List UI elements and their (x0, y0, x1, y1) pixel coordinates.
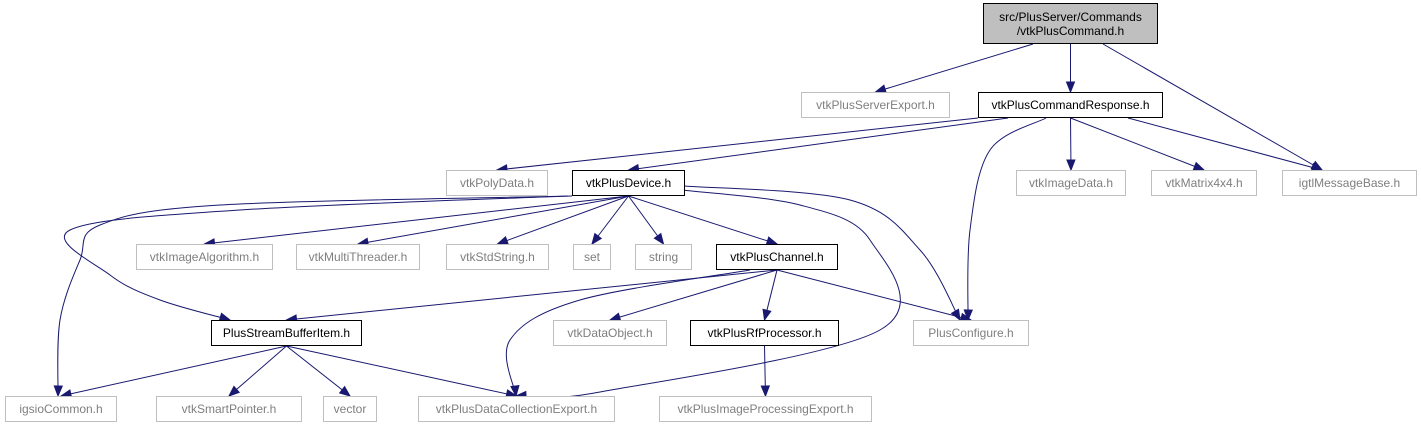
node-vtkplusrfprocessor[interactable]: vtkPlusRfProcessor.h (690, 320, 839, 346)
edge-device-to-channel (628, 195, 778, 245)
edge-channel-to-dataCollExport (505, 269, 751, 397)
edge-arrowhead (53, 385, 64, 398)
node-vtkplusserverexport[interactable]: vtkPlusServerExport.h (801, 92, 950, 118)
edge-arrowhead (653, 232, 665, 246)
edge-device-to-plusConfigure (683, 185, 961, 321)
node-label: vtkPlusServerExport.h (816, 98, 935, 112)
node-label: vtkDataObject.h (567, 326, 653, 340)
node-label: vector (333, 402, 367, 416)
node-vtkmatrix4x4[interactable]: vtkMatrix4x4.h (1151, 170, 1257, 196)
edge-arrowhead (510, 385, 520, 398)
node-vtkimagealgorithm[interactable]: vtkImageAlgorithm.h (136, 244, 273, 270)
edge-channel-to-plusConfigure (776, 269, 972, 321)
edge-cmdResponse-to-matrix4x4 (1070, 117, 1205, 171)
edge-arrowhead (760, 385, 771, 398)
edge-arrowhead (1065, 81, 1076, 94)
node-label: src/PlusServer/Commands /vtkPlusCommand.… (999, 9, 1142, 38)
edge-arrowhead (963, 309, 973, 322)
node-vtkpluschannel[interactable]: vtkPlusChannel.h (716, 244, 838, 270)
node-vtkdataobject[interactable]: vtkDataObject.h (553, 320, 667, 346)
edge-arrowhead (227, 385, 241, 397)
edge-streamBufItem-to-vector (286, 345, 351, 397)
node-vtkstdstring[interactable]: vtkStdString.h (446, 244, 549, 270)
edge-arrowhead (1192, 161, 1206, 171)
node-igsiocommon[interactable]: igsioCommon.h (5, 396, 117, 422)
node-label: vtkPlusImageProcessingExport.h (677, 402, 854, 416)
edge-channel-to-dataObject (609, 269, 778, 321)
node-vtkplusdevice[interactable]: vtkPlusDevice.h (572, 170, 685, 196)
node-label: vtkPlusChannel.h (730, 250, 824, 264)
edge-streamBufItem-to-smartPointer (228, 345, 287, 397)
node-label: vtkSmartPointer.h (181, 402, 277, 416)
node-vtkpolydata[interactable]: vtkPolyData.h (446, 170, 548, 196)
edge-root-to-serverExport (875, 43, 1034, 93)
edge-device-to-dataCollExport (515, 189, 901, 399)
node-label: vtkPlusDataCollectionExport.h (435, 402, 598, 416)
edge-arrowhead (591, 232, 603, 246)
node-label: vtkPlusRfProcessor.h (707, 326, 822, 340)
node-label: vtkPlusCommandResponse.h (991, 98, 1150, 112)
node-label: set (583, 250, 600, 264)
node-vector[interactable]: vector (323, 396, 377, 422)
node-set[interactable]: set (573, 244, 611, 270)
edge-arrowhead (338, 385, 352, 397)
node-label: vtkImageAlgorithm.h (149, 250, 260, 264)
edge-cmdResponse-to-igtlMsg (1127, 117, 1323, 171)
node-label: vtkMultiThreader.h (308, 250, 408, 264)
node-label: string (648, 250, 679, 264)
edge-cmdResponse-to-device (628, 117, 1009, 171)
node-label: vtkMatrix4x4.h (1165, 176, 1243, 190)
edge-streamBufItem-to-igsioCommon (60, 345, 287, 397)
edge-streamBufItem-to-dataCollExport (286, 345, 517, 397)
edge-cmdResponse-to-plusConfigure (967, 117, 1047, 321)
edge-device-to-multiThreader (357, 195, 629, 245)
node-string[interactable]: string (635, 244, 692, 270)
node-vtkmultithreader[interactable]: vtkMultiThreader.h (296, 244, 420, 270)
node-label: igsioCommon.h (19, 402, 103, 416)
edge-device-to-streamBufItem (63, 195, 569, 321)
node-label: PlusStreamBufferItem.h (222, 326, 351, 340)
edge-device-to-igsioCommon (57, 195, 573, 397)
node-label: igtlMessageBase.h (1298, 176, 1401, 190)
node-label: vtkImageData.h (1028, 176, 1114, 190)
node-vtkimagedata[interactable]: vtkImageData.h (1016, 170, 1126, 196)
node-label: PlusConfigure.h (928, 326, 1014, 340)
edge-arrowhead (950, 308, 961, 322)
node-vtksmartpointer[interactable]: vtkSmartPointer.h (156, 396, 302, 422)
edge-cmdResponse-to-polyData (496, 117, 979, 171)
node-label: vtkStdString.h (460, 250, 535, 264)
node-vtkplusimageprocessingexport[interactable]: vtkPlusImageProcessingExport.h (659, 396, 872, 422)
node-plusconfigure[interactable]: PlusConfigure.h (913, 320, 1029, 346)
node-label: vtkPolyData.h (459, 176, 535, 190)
node-root-vtkpluscommand: src/PlusServer/Commands /vtkPlusCommand.… (983, 3, 1158, 44)
node-label: vtkPlusDevice.h (585, 176, 672, 190)
node-plusstreambufferitem[interactable]: PlusStreamBufferItem.h (211, 320, 362, 346)
edge-arrowhead (762, 308, 772, 322)
edge-root-to-igtlMsg (1102, 43, 1323, 171)
edge-device-to-stdString (497, 195, 629, 245)
edge-device-to-imgAlgo (204, 195, 629, 245)
edge-arrowhead (1066, 159, 1076, 172)
node-vtkplusdatacollectionexport[interactable]: vtkPlusDataCollectionExport.h (418, 396, 615, 422)
node-vtkpluscommandresponse[interactable]: vtkPlusCommandResponse.h (978, 92, 1163, 118)
node-igtlmessagebase[interactable]: igtlMessageBase.h (1282, 170, 1417, 196)
